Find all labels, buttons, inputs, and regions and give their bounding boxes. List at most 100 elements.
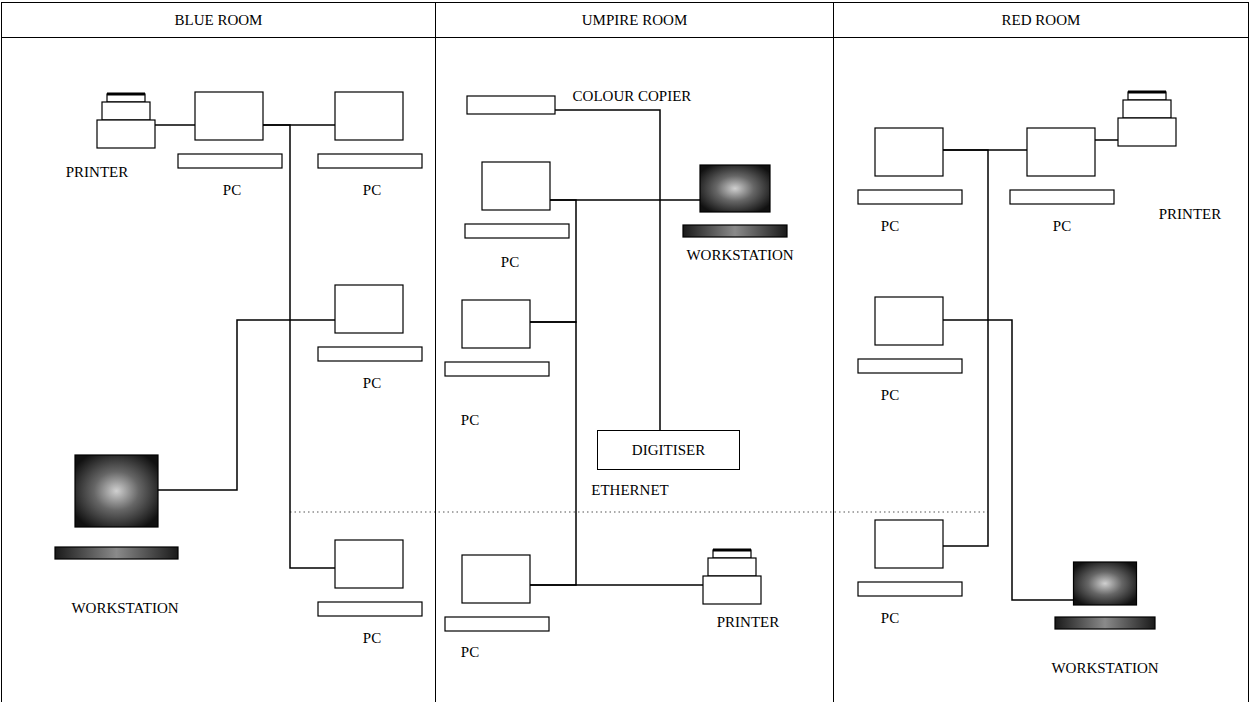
device-label: COLOUR COPIER [573, 88, 692, 105]
icon-part [107, 93, 145, 96]
device-label: PC [363, 630, 381, 647]
device-label: PC [501, 254, 519, 271]
pc-icon [318, 540, 422, 616]
icon-part [713, 549, 751, 552]
icon-part [335, 92, 403, 140]
device-label: PC [881, 387, 899, 404]
pc-icon [445, 555, 549, 631]
pc-icon [858, 297, 962, 373]
device-label: PC [223, 182, 241, 199]
ws-icon [683, 165, 787, 237]
device-label: PRINTER [66, 164, 129, 181]
printer-icon [703, 548, 761, 606]
icon-part [467, 96, 555, 114]
pc-icon [465, 162, 569, 238]
icon-part [858, 582, 962, 596]
workstation-device: WORKSTATION [55, 455, 178, 559]
icon-part [875, 128, 943, 176]
printer-device: PRINTER [1118, 90, 1176, 148]
network-cable [530, 200, 576, 322]
copier-device: COLOUR COPIER [467, 96, 555, 114]
pc-icon [445, 300, 549, 376]
workstation-device: WORKSTATION [683, 165, 787, 237]
network-cable [530, 584, 703, 586]
icon-part [875, 520, 943, 568]
icon-part [445, 617, 549, 631]
icon-part [335, 285, 403, 333]
room-heading: BLUE ROOM [2, 3, 435, 38]
device-label: PRINTER [1159, 206, 1222, 223]
pc-device: PC [465, 162, 569, 238]
printer-icon [97, 92, 155, 150]
icon-part [107, 94, 145, 102]
icon-part [55, 547, 178, 559]
room-heading: UMPIRE ROOM [436, 3, 833, 38]
device-label: PC [461, 412, 479, 429]
icon-part [318, 602, 422, 616]
device-label: PC [1053, 218, 1071, 235]
icon-part [1055, 617, 1155, 629]
pc-device: PC [445, 300, 549, 376]
icon-part [700, 165, 770, 212]
room-panel: COLOUR COPIER PC WORKSTATION PC DIGITISER PC P… [435, 2, 834, 702]
pc-icon [858, 520, 962, 596]
network-cable [1095, 139, 1118, 141]
ethernet-dotted-line [290, 511, 988, 512]
icon-part [1074, 562, 1137, 605]
pc-device: PC [178, 92, 282, 168]
device-label: WORKSTATION [686, 247, 793, 264]
icon-part [102, 102, 150, 120]
device-label: PC [881, 610, 899, 627]
digitiser-box: DIGITISER [597, 430, 740, 470]
device-label: PC [363, 375, 381, 392]
pc-icon [858, 128, 962, 204]
room-heading: RED ROOM [834, 3, 1248, 38]
network-cable [943, 150, 988, 546]
icon-part [683, 225, 787, 237]
pc-icon [178, 92, 282, 168]
network-label: ETHERNET [591, 482, 668, 499]
icon-part [462, 300, 530, 348]
pc-device: PC [858, 520, 962, 596]
device-label: WORKSTATION [71, 600, 178, 617]
icon-part [195, 92, 263, 140]
workstation-device: WORKSTATION [1055, 562, 1155, 629]
icon-part [462, 555, 530, 603]
ws-icon [1055, 562, 1155, 629]
icon-part [445, 362, 549, 376]
icon-part [1128, 91, 1166, 94]
icon-part [75, 455, 158, 527]
icon-part [875, 297, 943, 345]
icon-part [318, 154, 422, 168]
icon-part [1128, 92, 1166, 100]
network-cable [155, 124, 195, 126]
network-cable [158, 320, 335, 490]
pc-device: PC [318, 285, 422, 361]
printer-device: PRINTER [703, 548, 761, 606]
icon-part [97, 120, 155, 148]
copier-icon [467, 96, 555, 114]
room-panel: PCPCPRINTERPCWORKSTATIONPCRED ROOM [833, 2, 1249, 702]
pc-device: PC [318, 92, 422, 168]
box-label: DIGITISER [632, 442, 705, 459]
device-label: PRINTER [717, 614, 780, 631]
icon-part [713, 550, 751, 558]
icon-part [465, 224, 569, 238]
device-label: PC [881, 218, 899, 235]
pc-icon [318, 285, 422, 361]
printer-device: PRINTER [97, 92, 155, 150]
pc-device: PC [318, 540, 422, 616]
icon-part [708, 558, 756, 576]
icon-part [178, 154, 282, 168]
pc-device: PC [1010, 128, 1114, 204]
pc-icon [1010, 128, 1114, 204]
printer-icon [1118, 90, 1176, 148]
device-label: PC [461, 644, 479, 661]
room-panel: PRINTER PC PC PC WORKSTATION PC BLUE ROOM [1, 2, 436, 702]
icon-part [1118, 118, 1176, 146]
icon-part [1010, 190, 1114, 204]
icon-part [1027, 128, 1095, 176]
